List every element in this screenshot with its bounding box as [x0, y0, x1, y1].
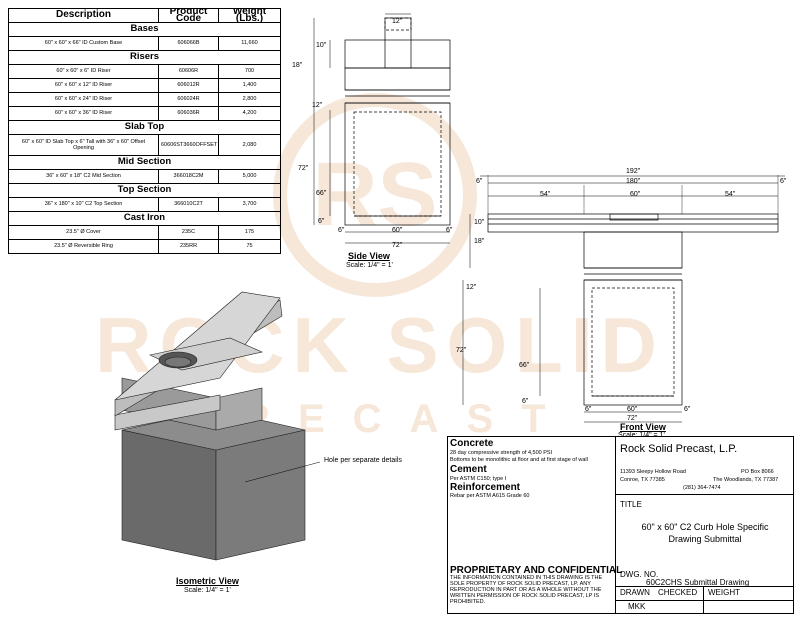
- side-dim-riser: 12": [312, 102, 323, 109]
- front-dim-end-right: 6": [780, 178, 787, 185]
- concrete-note-2: Bottoms to be monolithic at floor and at…: [450, 457, 588, 463]
- front-dim-inner-height: 66": [519, 362, 530, 369]
- proprietary-line-5: PROHIBITED.: [450, 599, 486, 605]
- side-dim-wall-left: 6": [338, 227, 345, 234]
- cement-note-1: Per ASTM C150; type I: [450, 476, 507, 482]
- rebar-note-1: Rebar per ASTM A615 Grade 60: [450, 493, 530, 499]
- proprietary-line-4: WRITTEN PERMISSION OF ROCK SOLID PRECAST…: [450, 593, 600, 599]
- front-dim-outer-width: 72": [627, 415, 638, 422]
- proprietary-line-3: REPRODUCTION IN PART OR AS A WHOLE WITHO…: [450, 587, 602, 593]
- drawn-value: MKK: [628, 602, 646, 611]
- concrete-heading: Concrete: [450, 438, 494, 449]
- proprietary-line-2: SOLE PROPERTY OF ROCK SOLID PRECAST, LP.…: [450, 581, 591, 587]
- side-dim-wall-right: 6": [446, 227, 453, 234]
- tb-divider-1: [615, 494, 793, 495]
- front-dim-wall-bottom: 6": [522, 398, 529, 405]
- front-dim-top-length: 180": [626, 178, 641, 185]
- side-dim-top-width: 12": [392, 18, 403, 25]
- front-dim-overall: 192": [626, 168, 641, 175]
- side-view-drawing: [344, 17, 451, 226]
- front-dim-center: 60": [630, 191, 641, 198]
- side-dim-inner-width: 60": [392, 227, 403, 234]
- front-view-drawing: [487, 175, 779, 406]
- front-view-dimensions: [462, 175, 785, 423]
- table-cell: 3,700: [218, 197, 281, 212]
- drawn-label: DRAWN: [620, 588, 650, 597]
- proprietary-line-1: THE INFORMATION CONTAINED IN THIS DRAWIN…: [450, 575, 603, 581]
- front-view-title: Front View: [620, 422, 666, 432]
- company-po-box: PO Box 8066: [741, 469, 774, 475]
- table-cell: 75: [218, 239, 281, 254]
- front-dim-end-left: 6": [476, 178, 483, 185]
- tb-divider-2: [615, 586, 793, 587]
- front-dim-wall-right: 6": [684, 406, 691, 413]
- front-dim-span-right: 54": [725, 191, 736, 198]
- side-dim-mid-height: 18": [292, 62, 303, 69]
- front-dim-span-left: 54": [540, 191, 551, 198]
- tb-mid-border: [615, 436, 616, 614]
- front-dim-wall-left: 6": [585, 406, 592, 413]
- company-phone: (281) 364-7474: [683, 485, 721, 491]
- iso-callout-text: Hole per separate details: [324, 457, 402, 464]
- front-view-scale: Scale: 1/4" = 1': [618, 432, 665, 439]
- rebar-heading: Reinforcement: [450, 482, 521, 493]
- title-label: TITLE: [620, 500, 642, 509]
- iso-view-title: Isometric View: [176, 576, 239, 586]
- front-dim-top-height: 10": [474, 219, 485, 226]
- front-dim-base-height: 72": [456, 347, 467, 354]
- company-address-1: 11393 Sleepy Hollow Road: [620, 469, 686, 475]
- dwg-no-label: DWG. NO.: [620, 570, 659, 579]
- table-cell: 23.5" Ø Reversible Ring: [8, 239, 159, 254]
- company-address-2: Conroe, TX 77385: [620, 477, 665, 483]
- side-dim-base-height: 72": [298, 165, 309, 172]
- company-name: Rock Solid Precast, L.P.: [620, 443, 738, 455]
- isometric-callout: [244, 461, 321, 483]
- checked-label: CHECKED: [658, 588, 698, 597]
- watermark-monogram: RS: [312, 145, 437, 245]
- concrete-note-1: 28 day compressive strength of 4,500 PSI: [450, 450, 553, 456]
- side-dim-outer-width: 72": [392, 242, 403, 249]
- cement-heading: Cement: [450, 464, 487, 475]
- drawing-title-2: Drawing Submittal: [668, 534, 742, 544]
- table-cell: 235RR: [158, 239, 219, 254]
- tb-top-border: [447, 436, 794, 437]
- tb-right-border: [793, 436, 794, 614]
- front-dim-riser: 12": [466, 284, 477, 291]
- proprietary-heading: PROPRIETARY AND CONFIDENTIAL: [450, 565, 623, 576]
- side-view-title: Side View: [348, 251, 390, 261]
- dwg-no-value: 60C2CHS Submittal Drawing: [646, 578, 750, 587]
- front-dim-mid-height: 18": [474, 238, 485, 245]
- tb-divider-4: [703, 586, 704, 613]
- iso-view-scale: Scale: 1/4" = 1': [184, 587, 231, 594]
- side-view-scale: Scale: 1/4" = 1': [346, 262, 393, 269]
- tb-divider-3: [615, 600, 793, 601]
- table-row: 60" x 60" ID Slab Top x 6" Tall with 36"…: [8, 134, 281, 156]
- side-dim-top-height: 10": [316, 42, 327, 49]
- side-dim-inner-height: 66": [316, 190, 327, 197]
- front-dim-inner-width: 60": [627, 406, 638, 413]
- side-view-dimensions: [313, 13, 450, 244]
- isometric-drawing: [114, 291, 306, 561]
- tb-left-border: [447, 436, 448, 614]
- tb-bottom-border: [447, 613, 794, 614]
- table-cell: 1,400: [218, 78, 281, 93]
- drawing-title-1: 60" x 60" C2 Curb Hole Specific: [641, 522, 769, 532]
- weight-label: WEIGHT: [708, 588, 740, 597]
- company-po-city: The Woodlands, TX 77387: [713, 477, 779, 483]
- side-dim-wall-bottom: 6": [318, 218, 325, 225]
